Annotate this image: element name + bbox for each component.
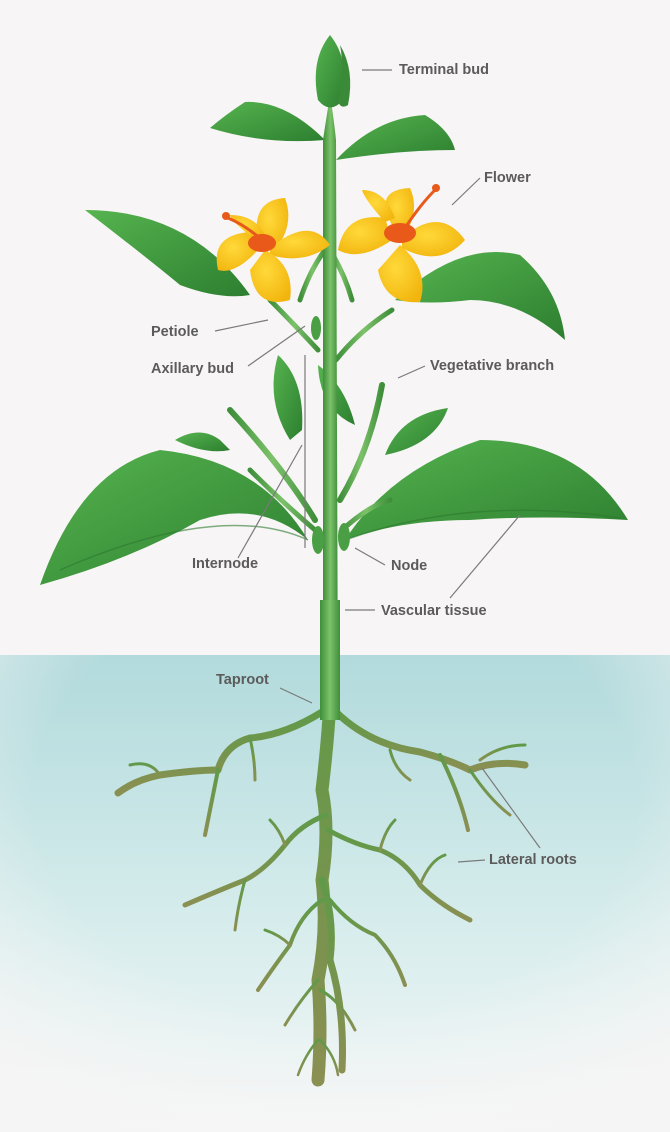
terminal-bud-shape (315, 35, 345, 108)
label-axillary-bud: Axillary bud (151, 361, 234, 377)
leaf-upper-right (395, 252, 565, 340)
label-flower: Flower (484, 170, 531, 186)
label-lateral-roots: Lateral roots (489, 852, 577, 868)
main-stem (323, 95, 338, 720)
leaf-upper-left (85, 210, 250, 297)
node-shape (312, 526, 324, 554)
root-system (114, 648, 529, 1087)
label-internode: Internode (192, 556, 259, 572)
flower-right (338, 184, 465, 303)
leaf-top-right (336, 115, 455, 160)
label-node: Node (391, 558, 428, 574)
leaf-lower-left (40, 450, 308, 585)
axillary-bud-shape (311, 316, 321, 340)
label-vegetative-branch: Vegetative branch (430, 358, 555, 374)
label-vascular-tissue: Vascular tissue (381, 603, 487, 619)
label-taproot: Taproot (216, 672, 269, 688)
leaf-top-left (210, 101, 325, 142)
leaf-mid-left (273, 355, 303, 440)
flower-left (216, 198, 330, 302)
leaf-lower-right (345, 440, 628, 540)
leader-lines (214, 69, 541, 863)
leaf-mid-right (385, 408, 448, 455)
label-terminal-bud: Terminal bud (399, 62, 489, 78)
label-petiole: Petiole (151, 324, 199, 340)
vegetative-branch-shape (337, 382, 385, 503)
